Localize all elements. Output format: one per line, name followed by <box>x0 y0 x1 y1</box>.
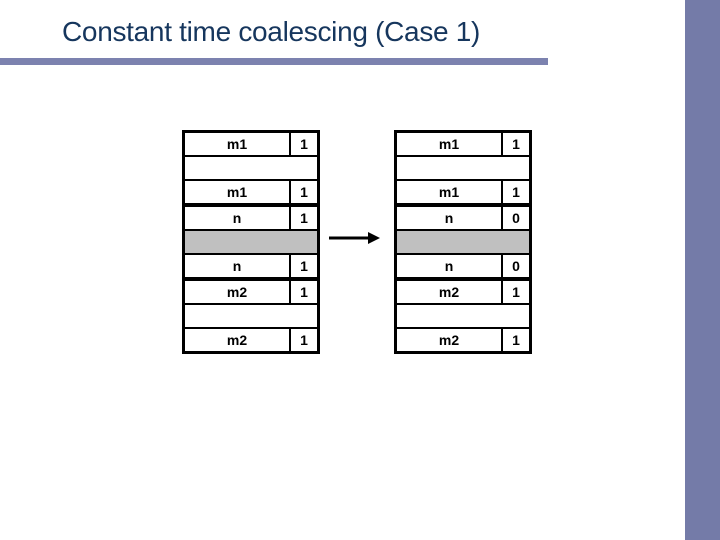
block-boundary-row: m2 1 <box>397 281 529 305</box>
right-accent-bar <box>685 0 720 540</box>
payload-row-shaded <box>185 231 317 255</box>
allocated-bit: 1 <box>289 255 317 277</box>
block-label: m1 <box>438 136 460 152</box>
right-arrow-icon <box>329 232 380 244</box>
allocated-bit: 1 <box>501 329 529 351</box>
allocated-bit: 0 <box>501 207 529 229</box>
allocated-bit: 1 <box>501 133 529 155</box>
title-underline-rule <box>0 58 548 65</box>
block-label: m2 <box>438 284 460 300</box>
block-label: m2 <box>226 332 248 348</box>
allocated-bit: 1 <box>289 329 317 351</box>
block-boundary-row: m2 1 <box>185 329 317 351</box>
allocated-bit: 1 <box>501 181 529 203</box>
block-boundary-row: m1 1 <box>185 133 317 157</box>
block-boundary-row: m2 1 <box>397 329 529 351</box>
payload-row-shaded <box>397 231 529 255</box>
block-label: m1 <box>438 184 460 200</box>
allocated-bit: 1 <box>289 281 317 303</box>
allocated-bit: 1 <box>289 207 317 229</box>
block-label: n <box>444 210 454 226</box>
block-label: m2 <box>438 332 460 348</box>
allocated-bit: 1 <box>289 181 317 203</box>
payload-row <box>397 157 529 181</box>
block-label: m1 <box>226 184 248 200</box>
slide-title: Constant time coalescing (Case 1) <box>62 16 481 47</box>
allocated-bit: 1 <box>289 133 317 155</box>
allocated-bit: 1 <box>501 281 529 303</box>
block-boundary-row: m2 1 <box>185 281 317 305</box>
block-boundary-row: m1 1 <box>397 133 529 157</box>
block-boundary-row: m1 1 <box>185 181 317 207</box>
payload-row <box>185 305 317 329</box>
block-label: m2 <box>226 284 248 300</box>
block-label: m1 <box>226 136 248 152</box>
block-label: n <box>232 210 242 226</box>
payload-row <box>185 157 317 181</box>
payload-row <box>397 305 529 329</box>
block-boundary-row: m1 1 <box>397 181 529 207</box>
block-label: n <box>444 258 454 274</box>
allocated-bit: 0 <box>501 255 529 277</box>
block-label: n <box>232 258 242 274</box>
